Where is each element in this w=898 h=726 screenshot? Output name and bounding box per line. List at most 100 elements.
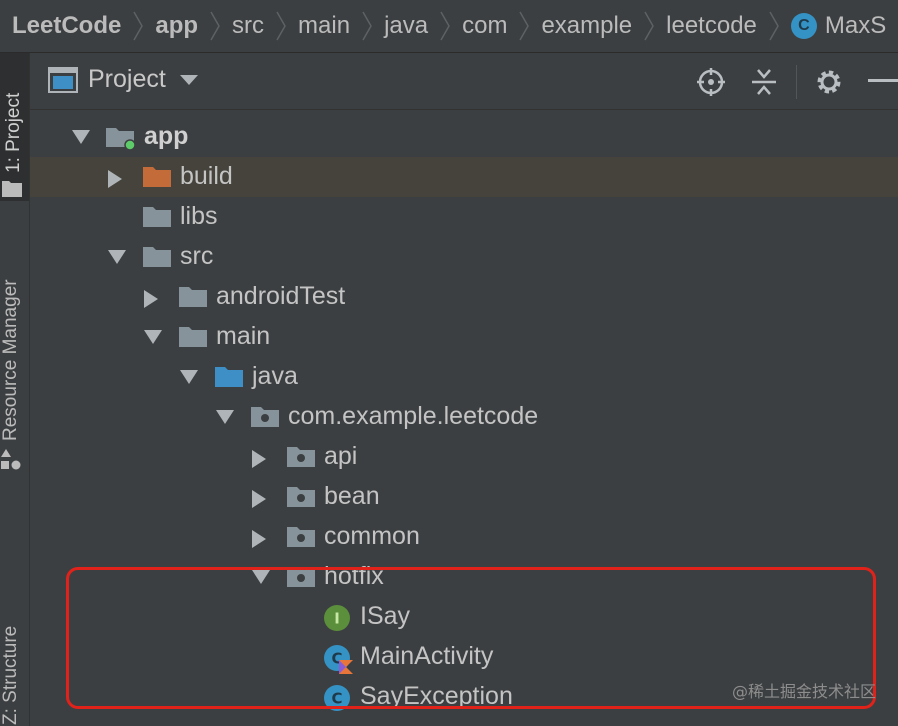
collapsed-arrow-icon[interactable] [144, 290, 158, 308]
module-folder-icon [106, 128, 136, 151]
shapes-icon [1, 449, 21, 470]
chevron-right-icon [133, 11, 144, 41]
breadcrumb-label: example [541, 12, 633, 39]
tree-item-api[interactable]: api [30, 437, 898, 477]
chevron-right-icon [769, 11, 779, 41]
expanded-arrow-icon[interactable] [216, 410, 234, 424]
chevron-right-icon [440, 11, 450, 41]
breadcrumb-label: main [298, 12, 351, 39]
tree-item-label: SayException [360, 682, 513, 710]
tree-item-package-root[interactable]: com.example.leetcode [30, 397, 898, 437]
tree-item-label: java [252, 362, 298, 390]
minimize-icon[interactable] [868, 79, 898, 83]
left-tool-strip: 1: Project Resource Manager Z: Structure [0, 53, 30, 726]
source-folder-icon [215, 367, 243, 387]
class-icon: C [790, 13, 817, 39]
tree-item-label: common [324, 522, 420, 550]
folder-icon [179, 287, 207, 307]
folder-icon [143, 247, 171, 267]
package-icon [287, 527, 315, 547]
collapse-all-icon[interactable] [750, 67, 778, 97]
tree-item-isay[interactable]: I ISay [30, 597, 898, 637]
breadcrumb-label: app [155, 12, 199, 39]
tool-tab-project[interactable]: 1: Project [0, 53, 29, 201]
breadcrumb-item-java[interactable]: java [374, 0, 438, 52]
tree-item-java[interactable]: java [30, 357, 898, 397]
tree-item-bean[interactable]: bean [30, 477, 898, 517]
tree-item-label: androidTest [216, 282, 346, 310]
expanded-arrow-icon[interactable] [108, 250, 126, 264]
breadcrumb: LeetCode app src main java com example l… [0, 0, 898, 53]
toolbar-divider [796, 65, 797, 99]
breadcrumb-item-project[interactable]: LeetCode [0, 0, 131, 52]
tree-item-label: hotfix [324, 562, 384, 590]
folder-icon [143, 207, 171, 227]
folder-icon [2, 181, 22, 197]
breadcrumb-item-example[interactable]: example [531, 0, 642, 52]
tree-item-label: main [216, 322, 271, 350]
tree-item-label: MainActivity [360, 642, 494, 670]
locate-icon[interactable] [696, 67, 726, 97]
watermark: @稀土掘金技术社区 [731, 682, 876, 701]
chevron-right-icon [276, 11, 286, 41]
project-panel: Project app [30, 53, 898, 726]
tool-tab-label: Resource Manager [0, 279, 21, 441]
breadcrumb-label: src [232, 12, 265, 39]
tree-item-common[interactable]: common [30, 517, 898, 557]
breadcrumb-label: com [462, 12, 508, 39]
collapsed-arrow-icon[interactable] [252, 530, 266, 548]
project-view-selector[interactable]: Project [48, 65, 198, 94]
breadcrumb-label: LeetCode [12, 12, 122, 39]
chevron-right-icon [362, 11, 372, 41]
chevron-right-icon [519, 11, 530, 41]
tree-item-build[interactable]: build [30, 157, 898, 197]
tree-item-label: src [180, 242, 214, 270]
package-icon [287, 567, 315, 587]
tree-item-sayexception[interactable]: C SayException [30, 677, 898, 717]
tree-item-label: api [324, 442, 358, 470]
tree-item-main[interactable]: main [30, 317, 898, 357]
gear-icon[interactable] [814, 67, 844, 97]
folder-icon [179, 327, 207, 347]
tree-item-libs[interactable]: libs [30, 197, 898, 237]
collapsed-arrow-icon[interactable] [252, 450, 266, 468]
tree-item-androidtest[interactable]: androidTest [30, 277, 898, 317]
breadcrumb-item-app[interactable]: app [145, 0, 208, 52]
tree-item-mainactivity[interactable]: C MainActivity [30, 637, 898, 677]
tree-item-app[interactable]: app [30, 117, 898, 157]
excluded-folder-icon [143, 167, 171, 187]
tool-tab-label: Z: Structure [0, 625, 21, 725]
breadcrumb-item-src[interactable]: src [222, 0, 274, 52]
tree-item-label: com.example.leetcode [288, 402, 539, 430]
tree-item-label: app [144, 122, 189, 150]
expanded-arrow-icon[interactable] [144, 330, 162, 344]
expanded-arrow-icon[interactable] [72, 130, 90, 144]
chevron-right-icon [644, 11, 655, 41]
tree-item-hotfix[interactable]: hotfix [30, 557, 898, 597]
tool-tab-label: 1: Project [3, 92, 24, 173]
collapsed-arrow-icon[interactable] [252, 490, 266, 508]
breadcrumb-label: leetcode [666, 12, 757, 39]
breadcrumb-label: MaxS [824, 12, 887, 39]
interface-icon: I [324, 605, 350, 631]
kotlin-class-icon: C [324, 645, 353, 674]
collapsed-arrow-icon[interactable] [108, 170, 122, 188]
expanded-arrow-icon[interactable] [252, 570, 270, 584]
chevron-right-icon [210, 11, 220, 41]
breadcrumb-item-leetcode[interactable]: leetcode [656, 0, 767, 52]
dropdown-arrow-icon [179, 74, 198, 85]
breadcrumb-item-com[interactable]: com [452, 0, 517, 52]
breadcrumb-label: java [384, 12, 429, 39]
breadcrumb-item-main[interactable]: main [288, 0, 360, 52]
tree-item-label: libs [180, 202, 218, 230]
tool-tab-resource-manager[interactable]: Resource Manager [0, 243, 29, 483]
class-icon: C [324, 685, 350, 711]
expanded-arrow-icon[interactable] [180, 370, 198, 384]
tree-item-label: build [180, 162, 233, 190]
tree-item-label: bean [324, 482, 380, 510]
tool-tab-structure[interactable]: Z: Structure [0, 613, 29, 726]
tree-item-label: ISay [360, 602, 411, 630]
svg-text:I: I [334, 610, 340, 628]
tree-item-src[interactable]: src [30, 237, 898, 277]
breadcrumb-item-class[interactable]: C MaxS [781, 0, 886, 52]
